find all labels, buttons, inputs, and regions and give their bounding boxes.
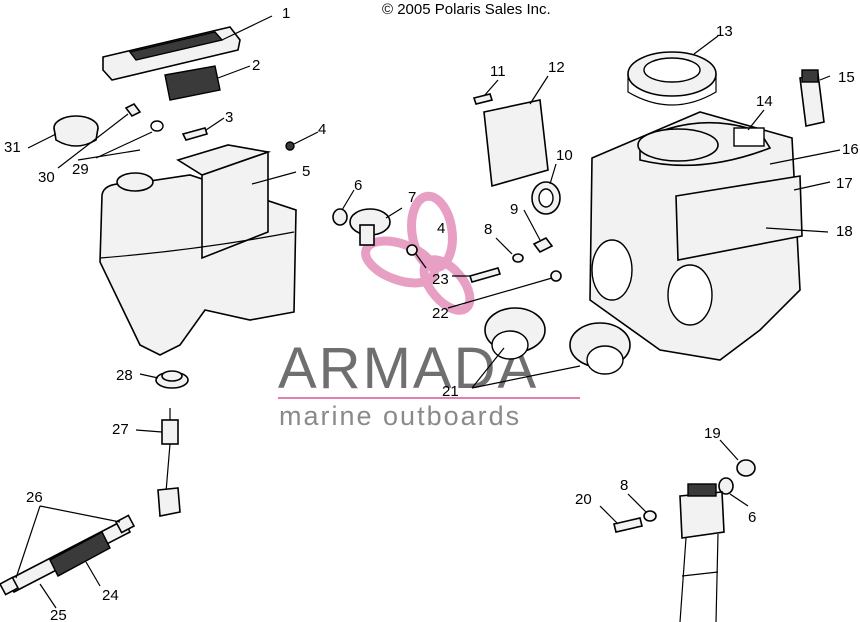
callout-10: 10 <box>556 147 573 164</box>
part-8-washer <box>512 253 524 263</box>
part-15-latch <box>799 69 825 127</box>
callout-14: 14 <box>756 93 773 110</box>
callout-16: 16 <box>842 141 859 158</box>
callout-15: 15 <box>838 69 855 86</box>
part-19-nut <box>736 459 756 477</box>
callout-30: 30 <box>38 169 55 186</box>
part-23-bolt <box>468 267 502 283</box>
callout-17: 17 <box>836 175 853 192</box>
part-30-bolt <box>124 102 142 118</box>
callout-23: 23 <box>432 271 449 288</box>
callout-31: 31 <box>4 139 21 156</box>
part-12-bracket <box>483 99 549 188</box>
callout-26: 26 <box>26 489 43 506</box>
part-6b-grommet <box>718 477 734 495</box>
callout-11: 11 <box>490 63 506 80</box>
part-14-airbox <box>589 111 803 361</box>
part-3-bolt <box>181 127 209 141</box>
callout-4: 4 <box>318 121 326 138</box>
callout-22: 22 <box>432 305 449 322</box>
part-20-bolt <box>613 517 643 533</box>
callout-18: 18 <box>836 223 853 240</box>
part-2-pad <box>164 65 221 101</box>
callout-4b: 4 <box>437 220 445 237</box>
part-21-ducts <box>484 307 631 375</box>
part-4b-nut <box>406 244 418 256</box>
callout-20: 20 <box>575 491 592 508</box>
part-29-washer <box>150 120 164 132</box>
callout-6: 6 <box>354 177 362 194</box>
callout-8: 8 <box>484 221 492 238</box>
part-6-grommet <box>332 208 348 226</box>
callout-28: 28 <box>116 367 133 384</box>
part-5-tank <box>99 144 297 356</box>
callout-3: 3 <box>225 109 233 126</box>
callout-8b: 8 <box>620 477 628 494</box>
part-10-bushing <box>531 181 561 215</box>
callout-12: 12 <box>548 59 565 76</box>
part-13-ring <box>627 51 717 106</box>
leader-lines <box>15 15 841 609</box>
callout-21: 21 <box>442 383 459 400</box>
callout-19: 19 <box>704 425 721 442</box>
part-9-spacer <box>532 236 554 254</box>
callout-6b: 6 <box>748 509 756 526</box>
callout-5: 5 <box>302 163 310 180</box>
part-8b-washer <box>643 510 657 522</box>
callout-13: 13 <box>716 23 733 40</box>
part-4-nut <box>285 141 295 151</box>
part-mount-bracket <box>679 483 725 622</box>
part-31-cap <box>53 115 99 147</box>
callout-1: 1 <box>282 5 290 22</box>
part-28-grommet <box>155 370 189 389</box>
part-22-nut <box>550 270 562 282</box>
part-27-drain <box>157 408 181 517</box>
part-11-bolt <box>472 93 494 105</box>
part-24-hose <box>0 514 136 596</box>
callout-9: 9 <box>510 201 518 218</box>
part-7-sensor <box>349 208 391 246</box>
callout-27: 27 <box>112 421 129 438</box>
callout-29: 29 <box>72 161 89 178</box>
part-1-cover <box>102 26 241 81</box>
copyright-text: © 2005 Polaris Sales Inc. <box>382 1 551 18</box>
armada-logo-watermark <box>361 191 475 315</box>
callout-labels: 1 2 3 4 4 5 6 6 7 8 8 9 10 11 12 13 14 1… <box>4 5 859 622</box>
watermark-subtitle: marine outboards <box>279 401 521 431</box>
callout-2: 2 <box>252 57 260 74</box>
callout-24: 24 <box>102 587 119 604</box>
callout-25: 25 <box>50 607 67 622</box>
callout-7: 7 <box>408 189 416 206</box>
